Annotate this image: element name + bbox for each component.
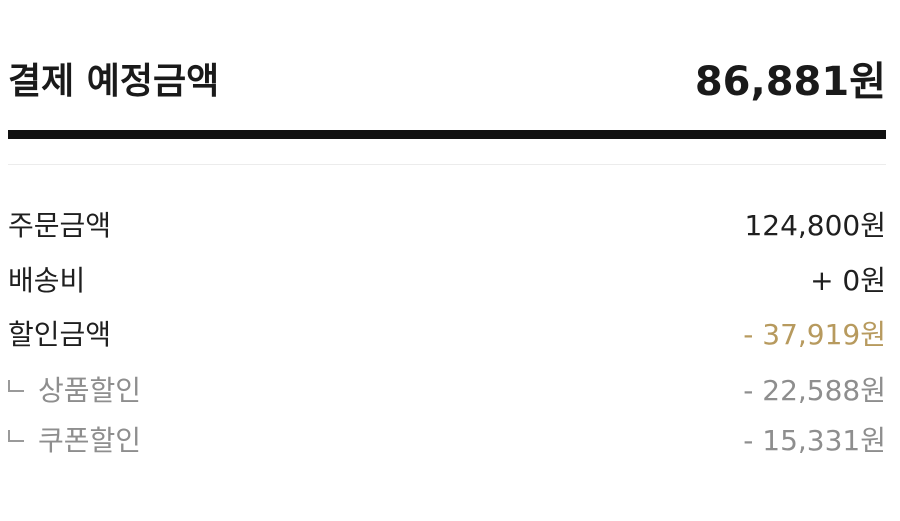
order-amount-row: 주문금액 124,800원 — [8, 199, 886, 249]
total-row: 결제 예정금액 86,881원 — [8, 48, 886, 108]
order-amount-label: 주문금액 — [8, 209, 112, 242]
shipping-fee-label: 배송비 — [8, 264, 86, 297]
total-divider — [8, 130, 886, 139]
discount-amount-label: 할인금액 — [8, 318, 112, 351]
shipping-fee-row: 배송비 + 0원 — [8, 254, 886, 304]
coupon-discount-label: 쿠폰할인 — [38, 424, 142, 457]
total-amount: 86,881원 — [694, 59, 886, 105]
sub-item-corner-icon — [8, 380, 24, 392]
shipping-fee-value: + 0원 — [810, 264, 886, 297]
product-discount-row: 상품할인 - 22,588원 — [8, 364, 886, 414]
discount-amount-value: - 37,919원 — [743, 318, 886, 351]
product-discount-label: 상품할인 — [38, 374, 142, 407]
order-amount-value: 124,800원 — [744, 209, 886, 242]
section-divider — [8, 164, 886, 165]
coupon-discount-value: - 15,331원 — [743, 424, 886, 457]
product-discount-label-wrap: 상품할인 — [8, 369, 141, 409]
coupon-discount-row: 쿠폰할인 - 15,331원 — [8, 414, 886, 464]
product-discount-value: - 22,588원 — [743, 374, 886, 407]
discount-amount-row: 할인금액 - 37,919원 — [8, 308, 886, 358]
sub-item-corner-icon — [8, 430, 24, 442]
total-label: 결제 예정금액 — [8, 61, 220, 102]
coupon-discount-label-wrap: 쿠폰할인 — [8, 419, 141, 459]
